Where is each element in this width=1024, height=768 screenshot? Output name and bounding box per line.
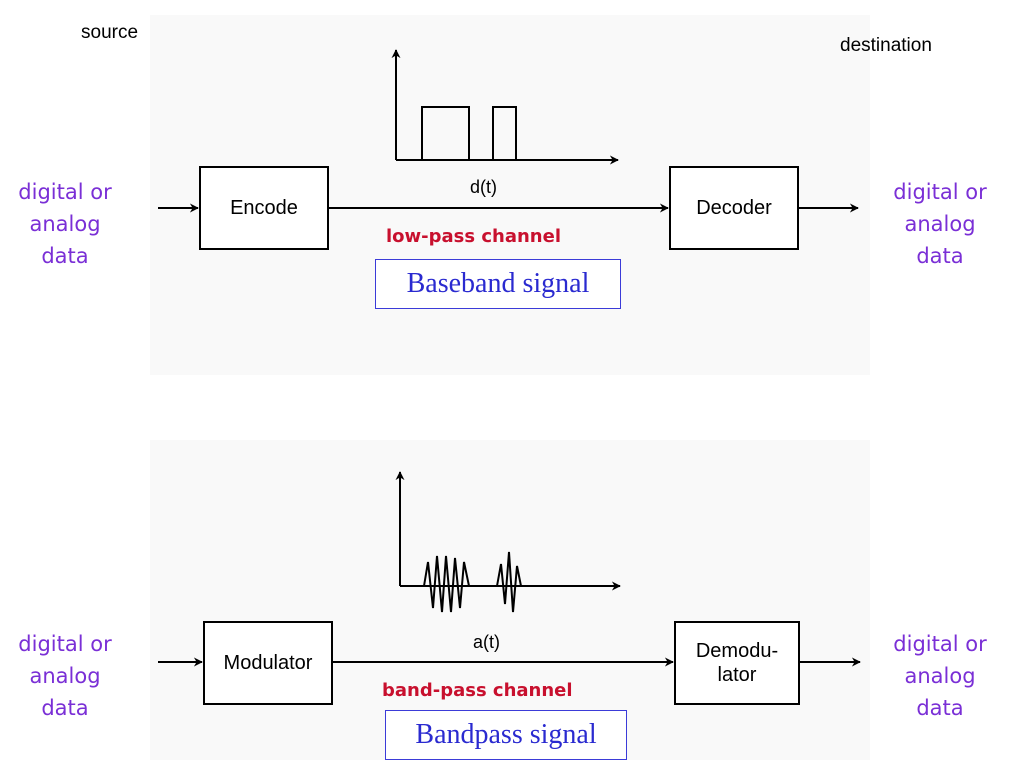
baseband-pulses <box>421 106 517 161</box>
decoder-block: Decoder <box>669 166 799 250</box>
input-data-label-top: digital or analog data <box>18 180 112 268</box>
signal-label-dt: d(t) <box>470 177 497 197</box>
bandpass-channel-label: band-pass channel <box>382 680 573 701</box>
bandpass-burst-2 <box>496 551 522 613</box>
destination-label: destination <box>840 35 932 56</box>
baseband-signal-box: Baseband signal <box>375 259 621 309</box>
source-label: source <box>81 22 139 43</box>
input-data-label-bottom: digital or analog data <box>18 632 112 720</box>
output-data-label-bottom: digital or analog data <box>893 632 987 720</box>
output-data-label-top: digital or analog data <box>893 180 987 268</box>
signal-label-at: a(t) <box>473 632 500 652</box>
lowpass-channel-label: low-pass channel <box>386 226 561 247</box>
bandpass-signal-box: Bandpass signal <box>385 710 627 760</box>
demodulator-block: Demodu- lator <box>674 621 800 705</box>
encoder-block: Encode <box>199 166 329 250</box>
bandpass-burst-1 <box>423 555 470 613</box>
modulator-block: Modulator <box>203 621 333 705</box>
bottom-diagram-panel <box>150 440 870 760</box>
